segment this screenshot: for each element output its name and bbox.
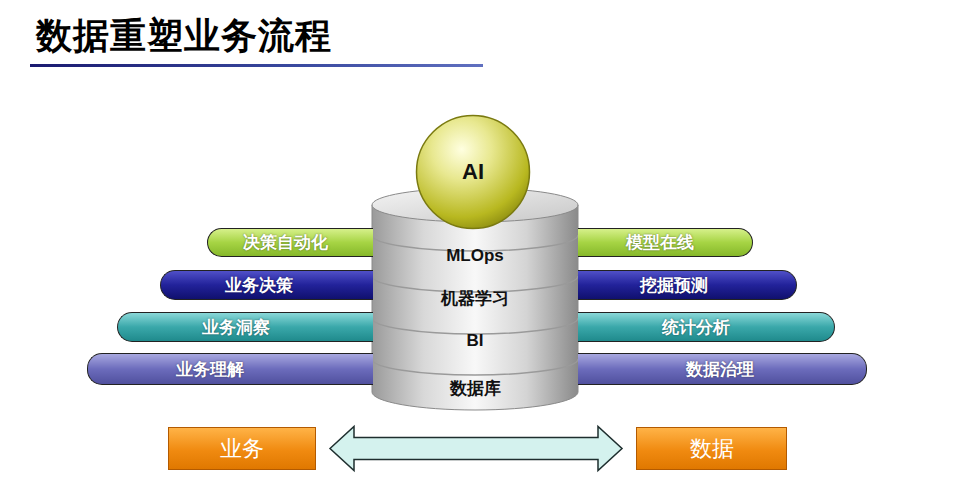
left-band: 业务洞察 <box>117 312 373 342</box>
node-label: BI <box>467 331 484 351</box>
node-label: 数据治理 <box>686 358 754 381</box>
node-label: 模型在线 <box>626 231 694 254</box>
right-band: 数据治理 <box>578 353 867 385</box>
right-band: 模型在线 <box>578 228 753 257</box>
node-label: 数据 <box>690 434 734 464</box>
node-label: 挖掘预测 <box>640 274 708 297</box>
ai-sphere: AI <box>415 114 531 230</box>
node-label: 决策自动化 <box>243 231 328 254</box>
node-label: AI <box>462 159 484 185</box>
node-label: MLOps <box>446 246 504 266</box>
node-label: 机器学习 <box>441 287 509 310</box>
node-label: 数据库 <box>450 377 501 400</box>
cylinder-layer: 数据库 <box>380 371 570 405</box>
data-box: 数据 <box>636 427 787 470</box>
node-label: 统计分析 <box>662 316 730 339</box>
right-band: 统计分析 <box>578 312 835 342</box>
node-label: 业务洞察 <box>202 316 270 339</box>
cylinder-layer: BI <box>380 325 570 357</box>
right-band: 挖掘预测 <box>578 270 797 300</box>
title-underline <box>30 64 483 67</box>
node-label: 业务 <box>220 434 264 464</box>
double-arrow <box>330 427 622 471</box>
cylinder-layer: 机器学习 <box>380 282 570 314</box>
left-band: 业务理解 <box>87 353 373 385</box>
node-label: 业务决策 <box>225 274 293 297</box>
left-band: 决策自动化 <box>207 228 373 257</box>
title: 数据重塑业务流程 <box>36 12 332 61</box>
node-label: 业务理解 <box>176 358 244 381</box>
left-band: 业务决策 <box>160 270 373 300</box>
cylinder-layer: MLOps <box>380 240 570 272</box>
business-box: 业务 <box>168 427 316 470</box>
